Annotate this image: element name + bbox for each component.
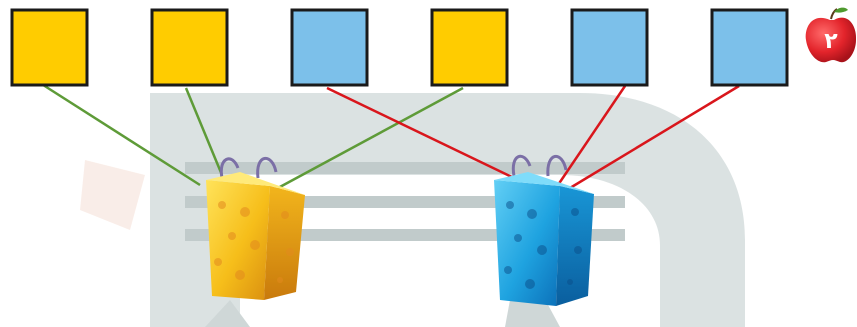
yellow-box[interactable] (152, 10, 227, 85)
yellow-bag[interactable] (206, 158, 305, 300)
box-row (12, 10, 787, 85)
blue-box[interactable] (712, 10, 787, 85)
apple-number-badge: ٢ (806, 8, 856, 63)
yellow-box[interactable] (432, 10, 507, 85)
yellow-box[interactable] (12, 10, 87, 85)
blue-box[interactable] (572, 10, 647, 85)
exercise-number: ٢ (824, 29, 838, 54)
blue-box[interactable] (292, 10, 367, 85)
blue-bag[interactable] (494, 156, 594, 306)
